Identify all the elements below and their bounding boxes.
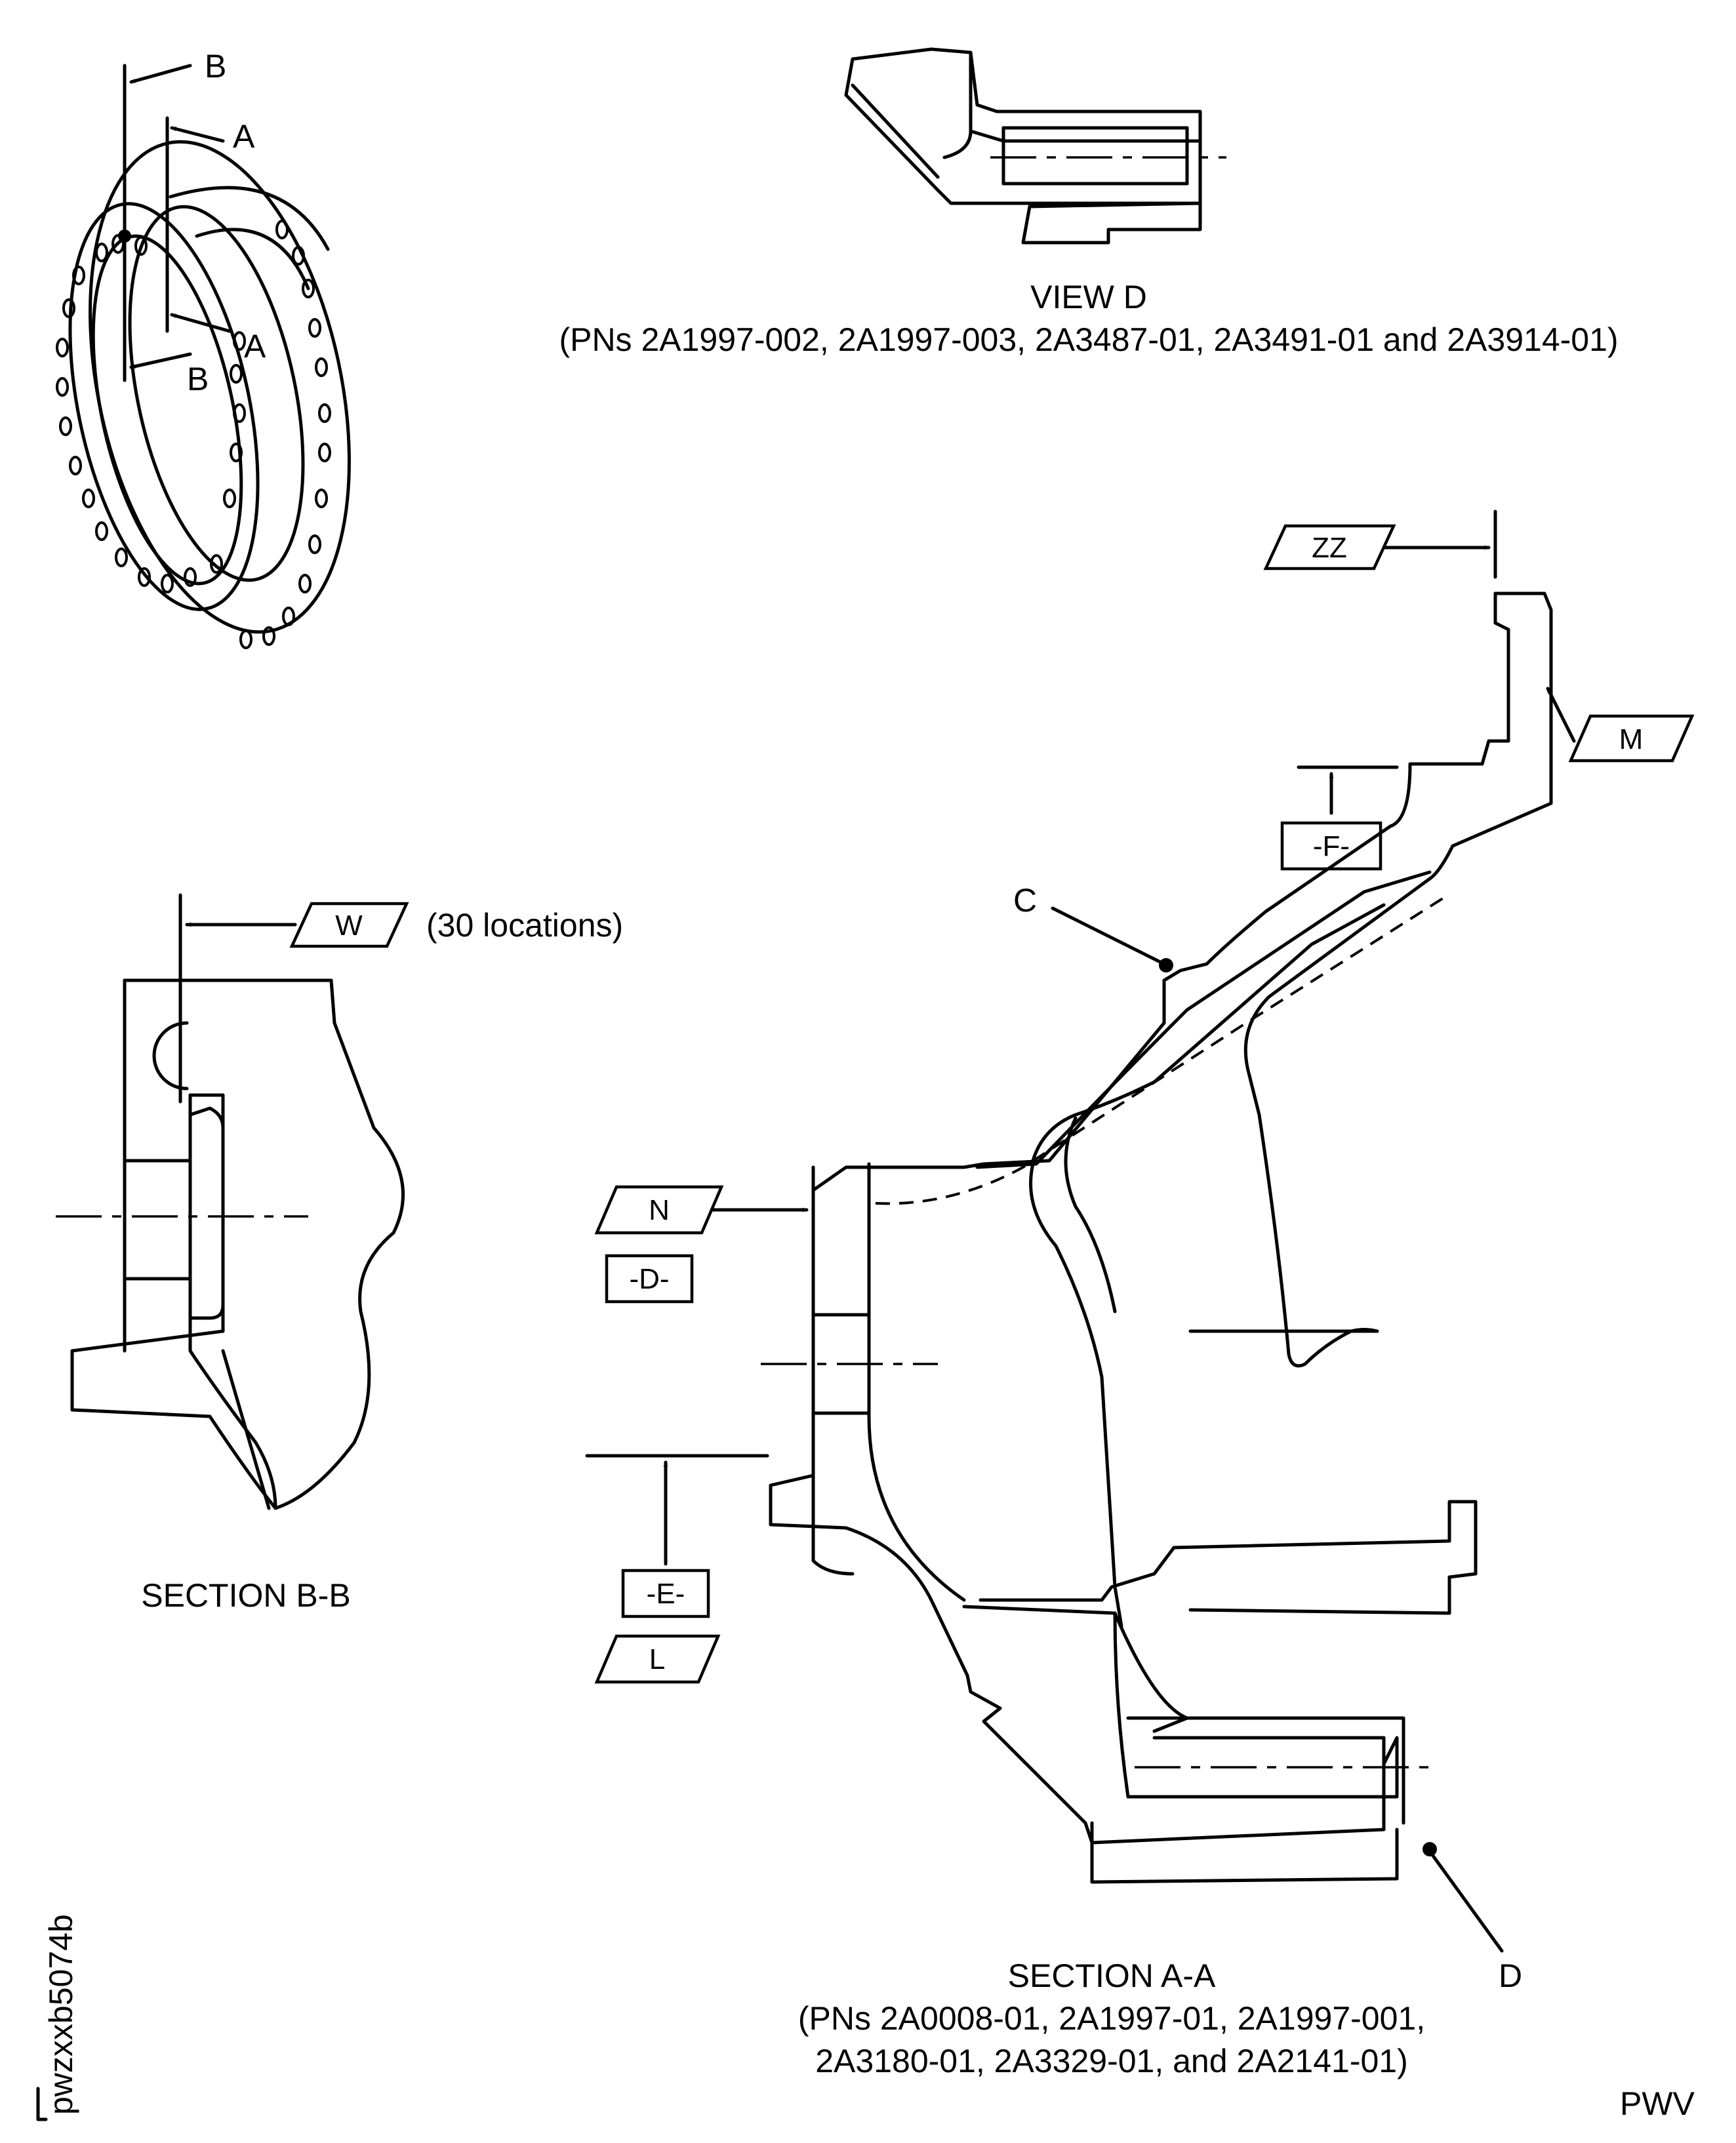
lower-bore: [1126, 1716, 1405, 1825]
datum-e-box: [621, 1569, 710, 1618]
section-bb-groove: [152, 1021, 189, 1091]
section-b-label: B: [187, 361, 209, 397]
surface-m-label: M: [1619, 723, 1644, 755]
section-a-arrow: [170, 313, 232, 333]
surface-n-label: N: [649, 1194, 670, 1226]
view-d-outline: [844, 47, 1202, 245]
lower-rib: [1113, 1611, 1130, 1799]
section-aa-fillet: [867, 1414, 966, 1602]
lower-hub: [1090, 1821, 1399, 1884]
section-b-arrow: [129, 352, 192, 369]
rib-inner: [1064, 1116, 1117, 1313]
section-a-arrow: [170, 126, 225, 143]
section-aa-outer-contour: [1188, 591, 1553, 1368]
datum-d-box: [605, 1254, 694, 1304]
cut-marker: [118, 230, 131, 243]
section-aa: ZZ M -F- C: [585, 510, 1695, 2079]
view-d-flange-edge: [851, 83, 940, 179]
section-a-label: A: [233, 118, 255, 155]
callout-c-dot: [1159, 958, 1173, 972]
section-bb-chamfer: [221, 1349, 271, 1510]
surface-m-tag: [1568, 714, 1695, 763]
datum-d-label: -D-: [629, 1263, 669, 1295]
callout-d-dot: [1423, 1842, 1437, 1856]
footer: pwzxxb5074b PWV: [36, 1914, 1695, 2122]
section-aa-inner-contour: [769, 591, 1510, 1845]
lower-flange-upper: [979, 1500, 1478, 1615]
datum-e-label: -E-: [647, 1578, 685, 1610]
section-b-label: B: [205, 48, 226, 85]
cone-hidden-line: [875, 897, 1444, 1205]
section-aa-pns-line2: 2A3180-01, 2A3329-01, and 2A2141-01): [815, 2043, 1408, 2079]
section-a-label: A: [244, 328, 266, 365]
isometric-view: B A A B: [56, 48, 351, 649]
section-aa-pns-line1: (PNs 2A0008-01, 2A1997-01, 2A1997-001,: [798, 2000, 1425, 2037]
surface-w-label: W: [335, 910, 363, 942]
view-d: VIEW D (PNs 2A1997-002, 2A1997-003, 2A34…: [559, 47, 1619, 358]
web-contour: [195, 228, 310, 290]
surface-n-tag: [594, 1185, 724, 1235]
cone-lower-wall: [1031, 903, 1386, 1163]
section-aa-flange-face: [811, 1165, 855, 1576]
section-bb: W (30 locations) SECTION B-B: [56, 893, 623, 1614]
surface-w-tag: [289, 902, 409, 948]
bolt-holes: [56, 220, 331, 649]
section-b-arrow: [129, 64, 192, 84]
locations-note: (30 locations): [426, 907, 623, 944]
section-bb-outline: [70, 978, 405, 1510]
figure-id: pwzxxb5074b: [43, 1914, 79, 2115]
callout-d-label: D: [1499, 1957, 1522, 1994]
callout-d-leader: [1431, 1854, 1504, 1953]
web-contour: [169, 186, 330, 251]
view-d-pns: (PNs 2A1997-002, 2A1997-003, 2A3487-01, …: [559, 321, 1618, 358]
surface-zz-label: ZZ: [1312, 532, 1347, 564]
section-bb-bolt-seat: [188, 1106, 225, 1320]
surface-l-tag: [594, 1634, 721, 1684]
engine-code: PWV: [1620, 2085, 1695, 2122]
view-d-inner-wall: [942, 50, 973, 159]
front-ring-ellipse: [68, 202, 260, 611]
callout-c-leader: [1051, 906, 1166, 966]
rib-outer: [1029, 1162, 1123, 1628]
callout-c-label: C: [1013, 882, 1037, 919]
lower-flange-web: [962, 1605, 1189, 1733]
section-aa-title: SECTION A-A: [1008, 1957, 1216, 1994]
section-bb-title: SECTION B-B: [141, 1577, 350, 1614]
inner-web-ellipse: [128, 205, 305, 582]
view-d-title: VIEW D: [1030, 279, 1147, 315]
surface-zz-tag: [1263, 524, 1396, 571]
surface-l-label: L: [649, 1643, 665, 1675]
view-d-flange: [844, 93, 1202, 205]
